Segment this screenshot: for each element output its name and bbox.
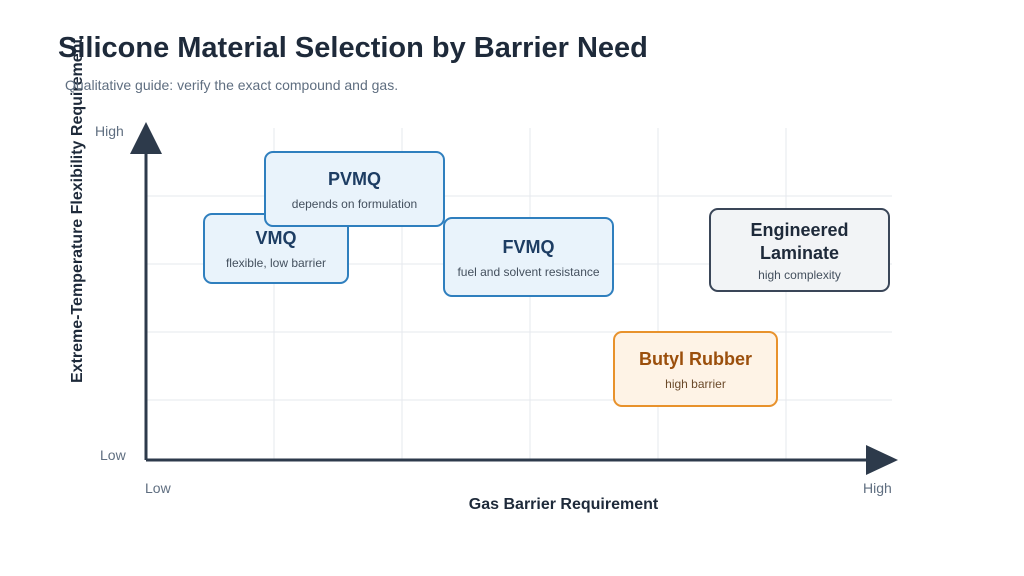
- material-note: fuel and solvent resistance: [457, 264, 600, 279]
- material-box-pvmq: PVMQ depends on formulation: [264, 151, 445, 227]
- material-name: Engineered Laminate: [750, 219, 849, 263]
- x-tick-high: High: [863, 480, 892, 496]
- y-axis-arrow-icon: [130, 122, 162, 154]
- page-subtitle: Qualitative guide: verify the exact comp…: [65, 77, 399, 93]
- material-box-fvmq: FVMQ fuel and solvent resistance: [443, 217, 614, 297]
- page-title: Silicone Material Selection by Barrier N…: [58, 32, 648, 64]
- material-note: high complexity: [758, 267, 841, 282]
- x-axis-arrow-icon: [866, 445, 898, 475]
- material-box-engineered-laminate: Engineered Laminate high complexity: [709, 208, 890, 292]
- y-tick-high: High: [95, 123, 124, 139]
- material-box-butyl-rubber: Butyl Rubber high barrier: [613, 331, 778, 407]
- material-name: VMQ: [255, 228, 297, 248]
- y-tick-low: Low: [100, 447, 126, 463]
- material-note: depends on formulation: [291, 196, 418, 211]
- material-name: Butyl Rubber: [638, 348, 752, 369]
- material-box-vmq: VMQ flexible, low barrier: [203, 213, 349, 284]
- material-name: FVMQ: [502, 236, 555, 257]
- material-name: PVMQ: [327, 168, 381, 189]
- x-tick-low: Low: [145, 480, 171, 496]
- x-axis-label: Gas Barrier Requirement: [468, 496, 659, 513]
- material-note: flexible, low barrier: [225, 256, 327, 270]
- material-note: high barrier: [665, 376, 726, 391]
